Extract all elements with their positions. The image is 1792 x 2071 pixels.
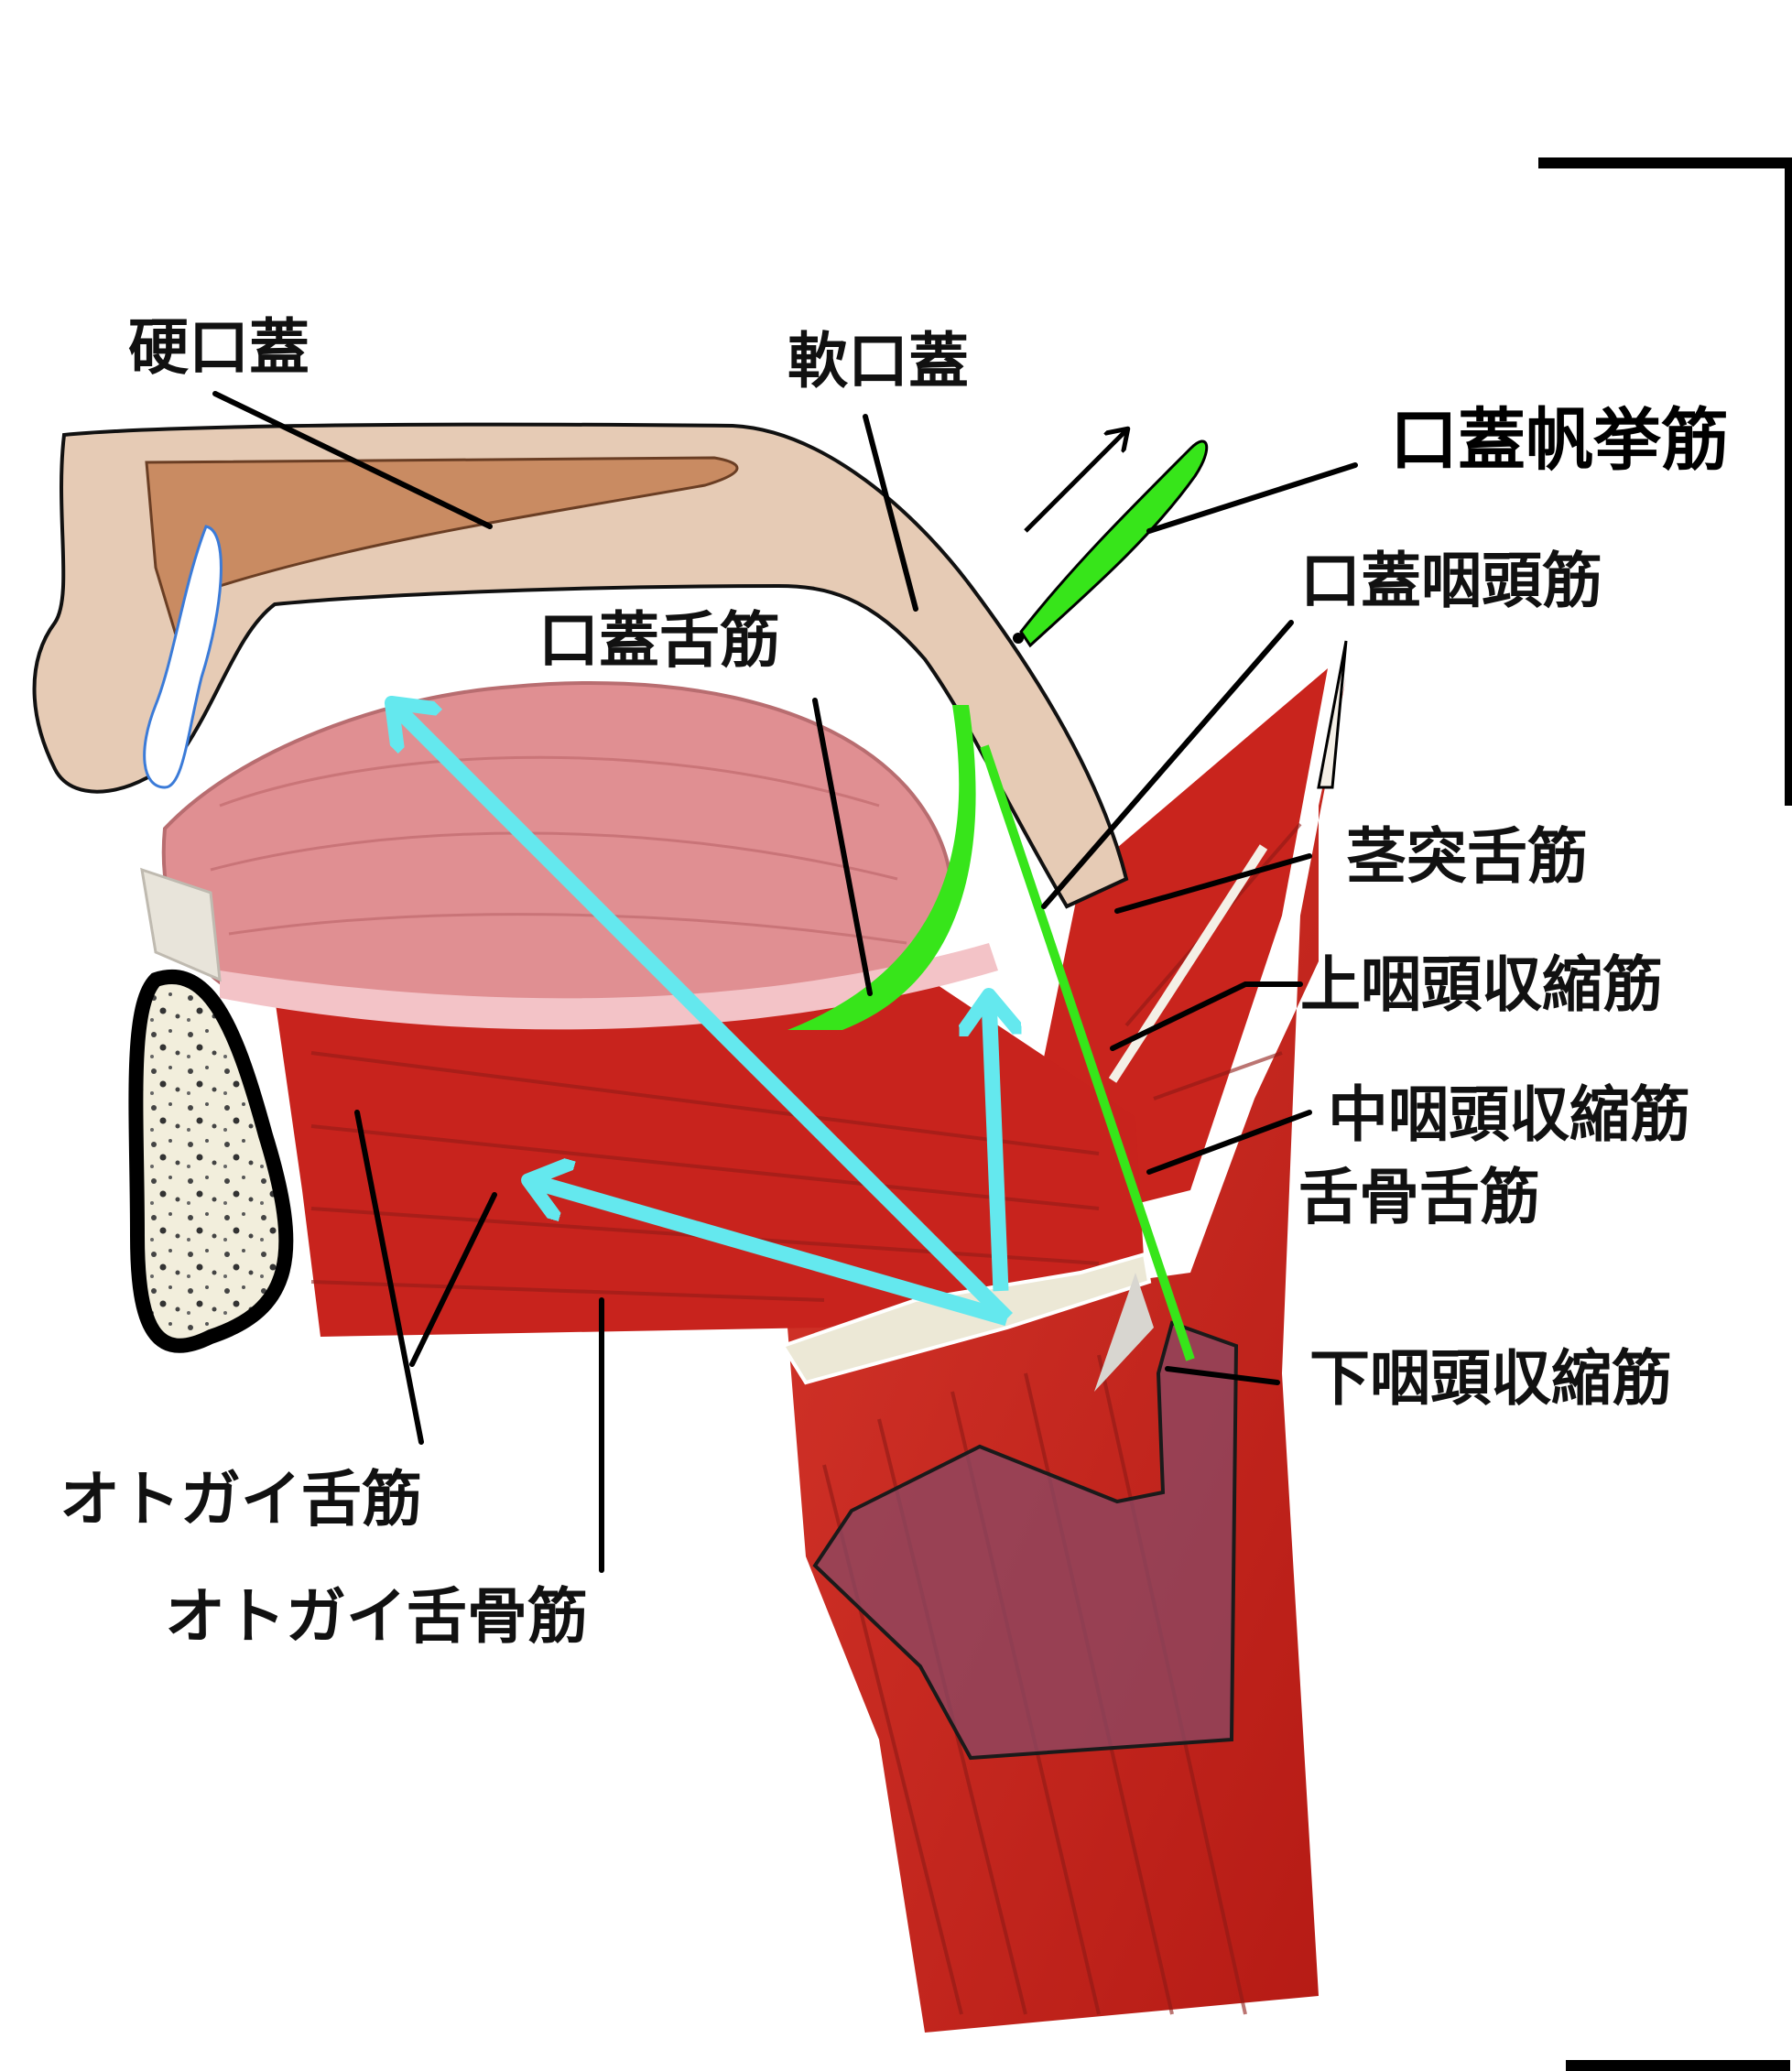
label-inferior-constrictor: 下咽頭収縮筋: [1309, 1343, 1672, 1414]
label-palatoglossus: 口蓋舌筋: [538, 605, 780, 676]
label-genioglossus: オトガイ舌筋: [60, 1464, 422, 1534]
label-hyoglossus: 舌骨舌筋: [1298, 1162, 1540, 1232]
label-superior-constrictor: 上咽頭収縮筋: [1300, 949, 1663, 1020]
label-palatopharyngeus: 口蓋咽頭筋: [1300, 546, 1602, 616]
label-geniohyoid: オトガイ舌骨筋: [165, 1581, 588, 1652]
levator-attachment: [1013, 633, 1024, 644]
label-hard-palate: 硬口蓋: [128, 312, 310, 383]
levator-direction-arrow: [1026, 430, 1126, 531]
label-styloglossus: 茎突舌筋: [1346, 821, 1588, 892]
frame-bracket-top: [1538, 163, 1790, 806]
tongue: [164, 683, 951, 1018]
label-soft-palate: 軟口蓋: [787, 326, 969, 396]
styloid-tip: [1319, 641, 1346, 787]
label-middle-constrictor: 中咽頭収縮筋: [1328, 1079, 1690, 1150]
label-levator-veli-palatini: 口蓋帆挙筋: [1390, 401, 1729, 480]
levator-veli-palatini-muscle: [1021, 441, 1207, 645]
mandible: [136, 977, 286, 1346]
